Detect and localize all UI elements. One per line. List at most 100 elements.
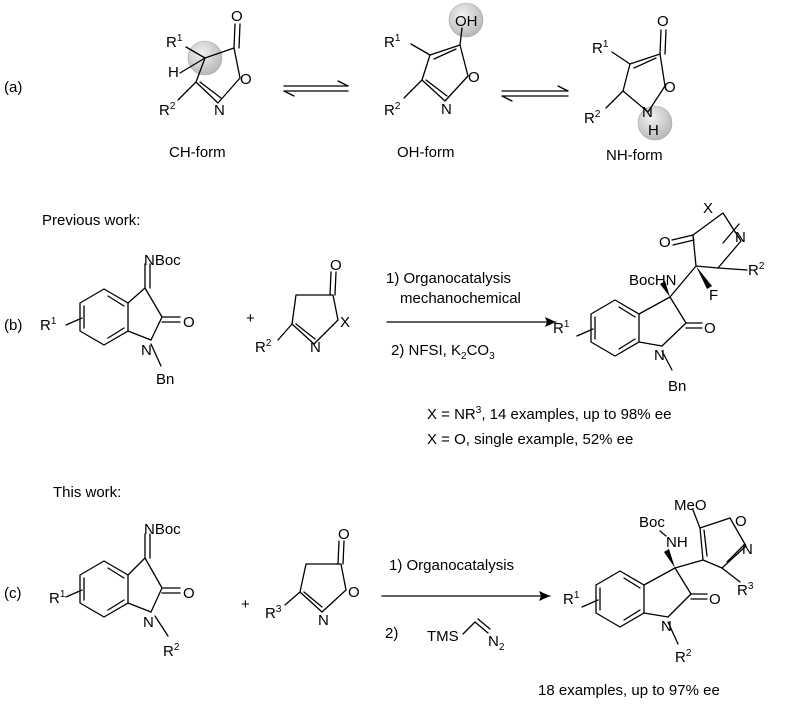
nh-ring-h: H bbox=[648, 122, 659, 139]
product-c-r3: R3 bbox=[737, 581, 754, 599]
nh-ring-o: O bbox=[664, 79, 676, 96]
isatin-c-n: N bbox=[143, 614, 154, 631]
nh-carbonyl-o: O bbox=[657, 13, 669, 30]
isoxazolone-carbonyl-o: O bbox=[338, 526, 350, 543]
fluoro-wedge bbox=[696, 266, 712, 289]
nh-ring-n: N bbox=[642, 104, 653, 121]
row-b-tag: (b) bbox=[4, 317, 22, 334]
row-b-heading: Previous work: bbox=[42, 212, 140, 229]
product-b-x: X bbox=[703, 200, 713, 217]
nboc-label: NBoc bbox=[144, 252, 181, 269]
ch-form-label: CH-form bbox=[169, 144, 226, 161]
product-b-benzene bbox=[590, 299, 640, 357]
product-c-meo: MeO bbox=[674, 497, 707, 514]
product-b-n-ring: N bbox=[654, 347, 665, 364]
equilibrium-arrow-2 bbox=[501, 85, 569, 102]
isoxazolone-c: O O N R3 bbox=[265, 526, 360, 629]
row-c-plus: + bbox=[241, 596, 250, 613]
product-b-r2: R2 bbox=[748, 261, 765, 279]
oh-ring bbox=[421, 44, 469, 102]
product-c-n: N bbox=[661, 618, 672, 635]
bn-label: Bn bbox=[156, 371, 174, 388]
ch-carbonyl-o: O bbox=[231, 8, 243, 25]
nh-r2: R2 bbox=[584, 109, 601, 127]
product-c-r1: R1 bbox=[563, 590, 580, 608]
ch-ring bbox=[195, 47, 241, 104]
isatin-n: N bbox=[141, 342, 152, 359]
product-c-r2: R2 bbox=[675, 648, 692, 666]
oh-hydroxyl: OH bbox=[455, 13, 478, 30]
isatin-carbonyl-o: O bbox=[183, 314, 195, 331]
nh-form-label: NH-form bbox=[606, 147, 663, 164]
row-b-cond1: 1) Organocatalysis bbox=[386, 270, 511, 287]
ch-h: H bbox=[168, 64, 179, 81]
isoxazolone-n: N bbox=[318, 612, 329, 629]
nh-ring bbox=[622, 53, 666, 113]
product-c-boc: Boc bbox=[639, 514, 665, 531]
nboc-label-c: NBoc bbox=[144, 521, 181, 538]
oh-ring-o: O bbox=[468, 69, 480, 86]
row-b: Previous work: (b) NBoc O N Bn R1 + bbox=[4, 200, 765, 448]
product-c-oxindole-o: O bbox=[709, 591, 721, 608]
nh-highlight bbox=[637, 105, 673, 141]
isatin-ketimine-b: NBoc O N Bn R1 bbox=[40, 252, 195, 388]
ch-ring-o: O bbox=[240, 71, 252, 88]
ch-ring-n: N bbox=[214, 102, 225, 119]
isoxazolone-ring-o: O bbox=[348, 584, 360, 601]
oh-form-structure: OH O N R1 R2 bbox=[384, 2, 484, 119]
tms-diazomethane: TMS N2 bbox=[427, 618, 505, 653]
row-b-note1: X = NR3, 14 examples, up to 98% ee bbox=[427, 405, 671, 423]
heterocycle-n: N bbox=[310, 339, 321, 356]
heterocycle-o: O bbox=[330, 257, 342, 274]
isatin-c-carbonyl-o: O bbox=[183, 585, 195, 602]
row-c-cond1: 1) Organocatalysis bbox=[389, 557, 514, 574]
isatin-c-r2: R2 bbox=[163, 642, 180, 660]
row-c-heading: This work: bbox=[53, 484, 121, 501]
equilibrium-arrow-1 bbox=[283, 80, 349, 97]
oh-r1: R1 bbox=[384, 33, 401, 51]
product-c-isoxazole bbox=[699, 517, 747, 569]
product-b-f: F bbox=[709, 287, 718, 304]
product-b-heterocycle bbox=[692, 212, 742, 269]
heterocycle-ring bbox=[291, 294, 339, 345]
product-b: X N O R2 F BocHN O N Bn R1 bbox=[553, 200, 765, 395]
row-b-note2: X = O, single example, 52% ee bbox=[427, 431, 633, 448]
oh-r2: R2 bbox=[384, 101, 401, 119]
ch-r2: R2 bbox=[159, 101, 176, 119]
row-a-tag: (a) bbox=[4, 79, 22, 96]
row-c-note: 18 examples, up to 97% ee bbox=[538, 682, 720, 699]
nh-wedge bbox=[664, 549, 675, 568]
bochn-wedge bbox=[660, 281, 670, 297]
oh-form-label: OH-form bbox=[397, 144, 455, 161]
product-b-bochn: BocHN bbox=[629, 272, 677, 289]
row-a: (a) O O N H R1 R2 CH-form bbox=[4, 2, 676, 164]
reaction-arrow-b bbox=[386, 317, 557, 327]
isatin-ketimine-c: NBoc O N R2 R1 bbox=[49, 521, 195, 660]
row-b-cond1b: mechanochemical bbox=[400, 290, 521, 307]
product-c-ring-n: N bbox=[742, 541, 753, 558]
isoxazolone-r3: R3 bbox=[265, 604, 282, 622]
ch-form-structure: O O N H R1 R2 bbox=[159, 8, 252, 119]
benzene-ring bbox=[79, 288, 129, 346]
isoxazolone-ring bbox=[299, 563, 347, 613]
product-c-nh: NH bbox=[666, 534, 688, 551]
tms-label: TMS bbox=[427, 628, 459, 645]
product-b-r1: R1 bbox=[553, 319, 570, 337]
isatin-c-r1: R1 bbox=[49, 589, 66, 607]
diazo-n2: N2 bbox=[488, 633, 505, 653]
isatin-r1: R1 bbox=[40, 316, 57, 334]
heterocycle-b: O X N R2 bbox=[255, 257, 350, 356]
product-b-bn: Bn bbox=[668, 378, 686, 395]
row-b-plus: + bbox=[246, 310, 255, 327]
nh-r1: R1 bbox=[592, 39, 609, 57]
product-b-n: N bbox=[735, 229, 746, 246]
heterocycle-r2: R2 bbox=[255, 338, 272, 356]
row-c-tag: (c) bbox=[4, 585, 22, 602]
oh-highlight bbox=[448, 2, 484, 38]
reaction-arrow-c bbox=[381, 591, 551, 601]
row-c: This work: (c) NBoc O N R2 R1 + bbox=[4, 484, 754, 699]
product-c: MeO O N R3 Boc NH O N R2 R1 bbox=[563, 497, 754, 666]
benzene-ring-c bbox=[79, 560, 129, 618]
product-b-oxindole-o: O bbox=[704, 320, 716, 337]
